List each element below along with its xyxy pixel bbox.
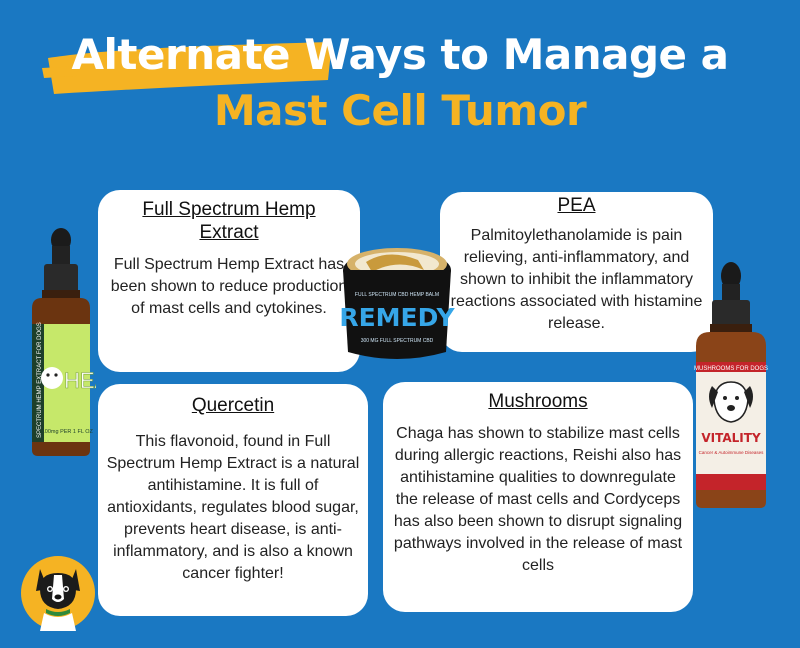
pea-card-heading: PEA xyxy=(557,195,596,216)
dog-logo-icon xyxy=(21,556,95,631)
mushroom-bottle-label: VITALITY xyxy=(701,431,761,445)
hemp-card-heading-line2: Extract xyxy=(199,222,259,243)
mushroom-bottle-sub: Cancer & Autoimmune Diseases xyxy=(699,450,765,455)
pea-card: PEA Palmitoylethanolamide is pain reliev… xyxy=(440,192,713,352)
mushroom-dropper-bottle-icon: MUSHROOMS FOR DOGS VITALITY Cancer & Aut… xyxy=(694,262,768,508)
hemp-bottle-top-text: SPECTRUM HEMP EXTRACT FOR DOGS xyxy=(37,322,43,438)
mushrooms-card-heading: Mushrooms xyxy=(488,391,588,412)
hemp-card-heading-line1: Full Spectrum Hemp xyxy=(142,199,316,220)
pea-card-body: Palmitoylethanolamide is pain relieving,… xyxy=(450,227,703,332)
page-title-line2: Mast Cell Tumor xyxy=(213,86,587,135)
mushrooms-card-body: Chaga has shown to stabilize mast cells … xyxy=(393,425,683,574)
hemp-card-heading: Full Spectrum Hemp Extract xyxy=(108,198,350,244)
quercetin-card-body: This flavonoid, found in Full Spectrum H… xyxy=(106,433,360,582)
mushroom-bottle-top-text: MUSHROOMS FOR DOGS xyxy=(694,366,768,372)
jar-top-text: FULL SPECTRUM CBD HEMP BALM xyxy=(355,292,439,298)
hemp-extract-card: Full Spectrum Hemp Extract Full Spectrum… xyxy=(98,190,360,372)
page-title-line1: Alternate Ways to Manage a xyxy=(71,30,729,79)
jar-label: REMEDY xyxy=(339,303,455,332)
quercetin-card: Quercetin This flavonoid, found in Full … xyxy=(98,384,368,616)
hemp-card-body: Full Spectrum Hemp Extract has been show… xyxy=(110,256,348,317)
brush-stroke-decoration xyxy=(42,42,332,94)
jar-bottom-text: 300 MG FULL SPECTRUM CBD xyxy=(361,338,434,344)
remedy-balm-jar-icon: FULL SPECTRUM CBD HEMP BALM REMEDY 300 M… xyxy=(339,248,456,359)
mushrooms-card: Mushrooms Chaga has shown to stabilize m… xyxy=(383,382,693,612)
quercetin-card-heading: Quercetin xyxy=(191,395,275,416)
hemp-bottle-label: HEA xyxy=(64,368,96,393)
hemp-bottle-bottom-text: 1100mg PER 1 FL OZ xyxy=(39,429,93,435)
hemp-dropper-bottle-icon: SPECTRUM HEMP EXTRACT FOR DOGS HEA 1100m… xyxy=(32,228,96,456)
